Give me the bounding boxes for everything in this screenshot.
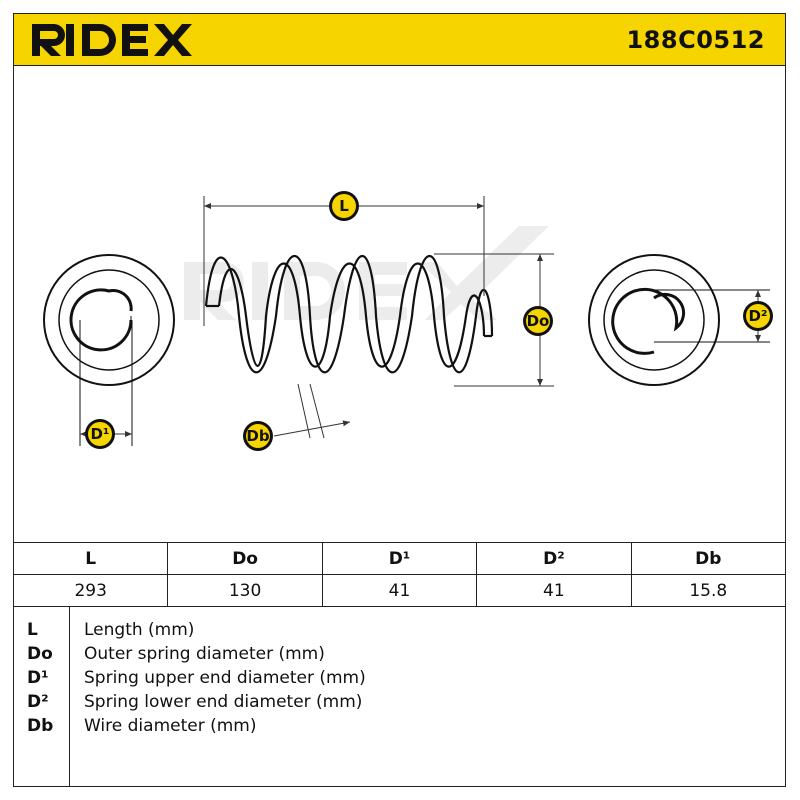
header-bar: 188C0512 [13,13,786,66]
spring-diagram: D¹ L Do Db D² [43,191,773,451]
legend-key: Do [27,644,53,664]
legend-key: L [27,620,38,640]
spec-value-cell: 41 [321,574,478,607]
legend-row: D¹ Spring upper end diameter (mm) [14,668,785,692]
legend-desc: Wire diameter (mm) [84,716,257,736]
spec-value-cell: 130 [167,574,323,607]
svg-text:L: L [339,197,349,215]
legend-desc: Spring lower end diameter (mm) [84,692,363,712]
spring-coil [204,254,494,374]
do-badge: Do [523,306,553,336]
spec-header-cell: Do [167,542,323,575]
spec-header-cell: D¹ [321,542,478,575]
legend-row: Do Outer spring diameter (mm) [14,644,785,668]
lower-end-view [588,254,770,386]
legend-divider [69,606,70,786]
spec-value-cell: 293 [12,574,169,607]
spec-value-row: 293 130 41 41 15.8 [12,574,787,607]
legend-row: L Length (mm) [14,620,785,644]
svg-text:Do: Do [527,312,550,330]
spec-value-cell: 15.8 [630,574,787,607]
upper-end-view [43,254,175,446]
legend-key: Db [27,716,54,736]
ridex-logo [32,24,192,56]
svg-text:D²: D² [748,307,767,325]
l-badge: L [329,191,359,221]
svg-text:Db: Db [246,427,269,445]
spec-header-row: L Do D¹ D² Db [12,542,787,575]
db-dimension-line [273,420,351,437]
legend-desc: Outer spring diameter (mm) [84,644,325,664]
legend-desc: Spring upper end diameter (mm) [84,668,366,688]
part-number: 188C0512 [626,26,765,54]
db-badge: Db [243,421,273,451]
legend-key: D¹ [27,668,49,688]
svg-text:D¹: D¹ [90,425,109,443]
legend-desc: Length (mm) [84,620,195,640]
spec-header-cell: Db [630,542,787,575]
legend-panel: L Length (mm) Do Outer spring diameter (… [13,606,786,787]
d1-badge: D¹ [85,419,115,449]
legend-row: Db Wire diameter (mm) [14,716,785,740]
spec-table: L Do D¹ D² Db 293 130 41 41 15.8 [12,542,787,607]
legend-key: D² [27,692,49,712]
d2-badge: D² [743,301,773,331]
spec-header-cell: L [12,542,169,575]
legend-row: D² Spring lower end diameter (mm) [14,692,785,716]
spec-value-cell: 41 [476,574,632,607]
spec-header-cell: D² [476,542,632,575]
